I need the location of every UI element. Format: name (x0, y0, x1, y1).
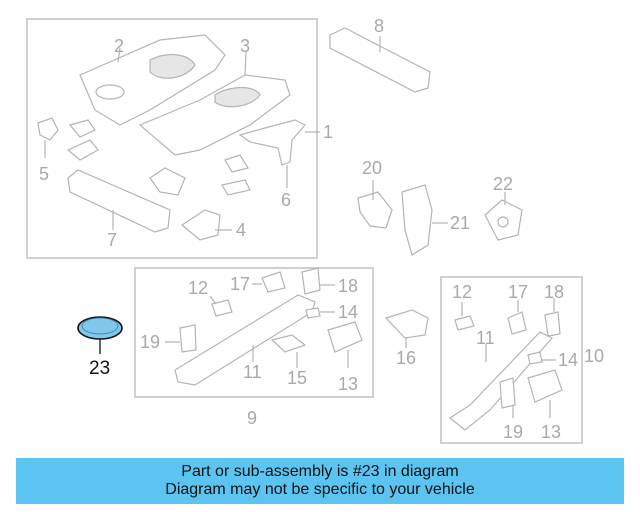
part-13-reinforcement-right[interactable] (527, 369, 563, 418)
callout-8: 8 (374, 16, 384, 36)
callout-12-left: 12 (188, 278, 208, 298)
callout-6: 6 (281, 190, 291, 210)
callout-13-left: 13 (338, 374, 358, 394)
assembly-box-9 (134, 267, 374, 398)
callout-21: 21 (450, 213, 470, 233)
part-12-clip-left[interactable] (209, 295, 233, 317)
callout-12-right: 12 (452, 282, 472, 302)
callout-10: 10 (584, 346, 604, 366)
callout-11-left: 11 (243, 362, 262, 382)
callout-9: 9 (247, 408, 257, 428)
part-19-bracket-left[interactable] (165, 324, 197, 353)
callout-14-left: 14 (338, 302, 358, 322)
callout-23: 23 (89, 358, 110, 379)
callout-17-left: 17 (230, 274, 250, 294)
part-11-rail-right[interactable] (448, 331, 553, 431)
banner-line-1: Part or sub-assembly is #23 in diagram (181, 463, 459, 480)
part-7-side-rail[interactable] (67, 169, 171, 233)
callout-18-left: 18 (338, 276, 358, 296)
part-13-reinforcement-left[interactable] (327, 321, 363, 368)
part-18-bracket-right[interactable] (544, 298, 561, 337)
callout-22: 22 (493, 174, 513, 194)
part-23-plug[interactable] (77, 316, 123, 354)
banner-line-2: Diagram may not be specific to your vehi… (165, 481, 475, 498)
part-5-bracket[interactable] (37, 117, 99, 161)
callout-2: 2 (114, 36, 124, 56)
callout-11-right: 11 (476, 328, 495, 348)
assembly-box-10 (440, 276, 583, 444)
callout-15: 15 (287, 368, 307, 388)
info-banner: Part or sub-assembly is #23 in diagram D… (16, 458, 624, 504)
part-19-bracket-right[interactable] (499, 377, 516, 418)
part-15-bracket[interactable] (270, 334, 307, 368)
callout-5: 5 (39, 164, 49, 184)
part-20-bracket[interactable] (357, 180, 393, 229)
part-2-floor-pan[interactable] (79, 34, 226, 126)
part-6-crossmember[interactable] (238, 119, 320, 188)
part-22-plate[interactable] (484, 192, 523, 241)
callout-14-right: 14 (558, 350, 578, 370)
part-8-reinforcement[interactable] (329, 27, 431, 93)
callout-1: 1 (323, 122, 333, 142)
part-3-rear-floor[interactable] (138, 51, 291, 156)
part-12-clip-right[interactable] (454, 302, 475, 331)
part-4-bracket[interactable] (149, 154, 251, 241)
part-16-bracket[interactable] (384, 309, 429, 348)
callout-4: 4 (236, 220, 246, 240)
part-14-clip-right[interactable] (527, 351, 556, 365)
callout-16: 16 (396, 348, 416, 368)
part-17-bracket-left[interactable] (252, 271, 286, 293)
callout-18-right: 18 (544, 282, 564, 302)
part-18-bracket-left[interactable] (301, 267, 335, 295)
part-21-pillar[interactable] (401, 184, 448, 256)
part-14-clip-left[interactable] (305, 307, 335, 319)
callout-19-right: 19 (503, 422, 523, 442)
callout-20: 20 (362, 158, 382, 178)
callout-7: 7 (107, 230, 117, 250)
callout-13-right: 13 (541, 422, 561, 442)
callout-19-left: 19 (140, 332, 160, 352)
callout-3: 3 (240, 36, 250, 56)
callout-17-right: 17 (508, 282, 528, 302)
assembly-box-1 (26, 18, 318, 259)
part-17-bracket-right[interactable] (507, 300, 527, 335)
